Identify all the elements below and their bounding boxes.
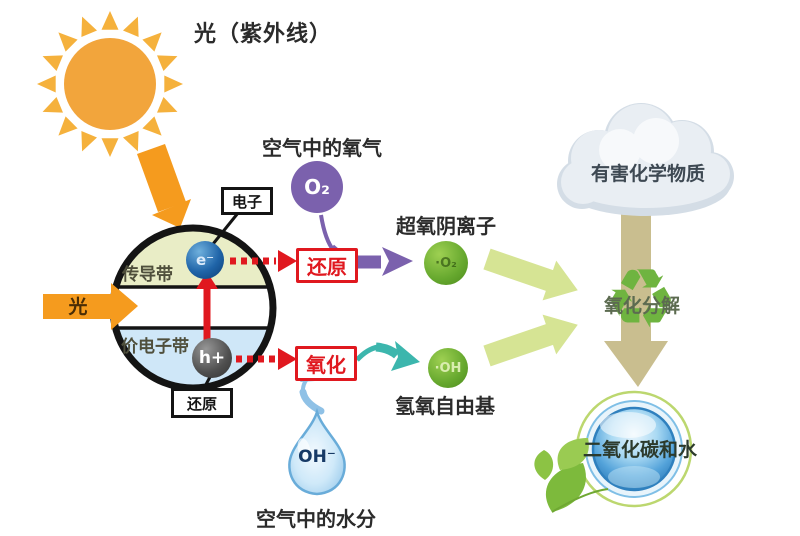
oxygen-label: 空气中的氧气 <box>262 136 382 160</box>
oxidation-box: 氧化 <box>295 346 357 381</box>
hydroxyl-label: 氢氧自由基 <box>395 394 495 418</box>
leaves-icon <box>534 438 609 513</box>
sun-icon <box>37 11 183 157</box>
water-symbol-label: OH⁻ <box>298 447 336 467</box>
reduction-box: 还原 <box>296 248 358 283</box>
electron-callout-box: 电子 <box>221 187 273 215</box>
pollutant-label: 有害化学物质 <box>591 163 706 185</box>
hydroxyl-to-decomposition-arrow <box>483 314 578 367</box>
moisture-label: 空气中的水分 <box>256 507 376 531</box>
sun-disc <box>64 38 156 130</box>
uv-beam-arrow <box>137 144 191 228</box>
conduction-band-label: 传导带 <box>122 265 173 285</box>
electron-sphere: e⁻ <box>186 241 224 279</box>
superoxide-sphere: ·O₂ <box>424 241 468 285</box>
hydroxyl-sphere: ·OH <box>428 348 468 388</box>
excitation-arrow <box>196 272 218 344</box>
products-label: 二氧化碳和水 <box>583 439 698 461</box>
hole-to-oxidation-arrow <box>236 348 297 370</box>
oxidation-to-hydroxyl-arrow <box>355 341 420 371</box>
oxygen-sphere: O₂ <box>291 161 343 213</box>
diagram-title: 光（紫外线） <box>194 22 333 47</box>
pollutant-cloud <box>557 103 734 216</box>
incident-light-label: 光 <box>68 296 88 318</box>
valence-band-label: 价电子带 <box>121 337 189 357</box>
electron-to-reduction-arrow <box>230 250 297 272</box>
recycle-icon: ♻ <box>604 252 678 347</box>
superoxide-label: 超氧阴离子 <box>396 214 496 238</box>
pollutant-flow-arrow <box>604 205 668 387</box>
hole-sphere: h+ <box>192 338 232 378</box>
hole-callout-box: 还原 <box>171 388 233 418</box>
hole-callout-line <box>201 376 212 391</box>
decomposition-label: 氧化分解 <box>604 295 681 317</box>
superoxide-to-decomposition-arrow <box>483 248 578 301</box>
products-globe-icon <box>534 390 693 513</box>
water-droplet-icon <box>288 407 346 496</box>
light-arrow <box>43 283 138 330</box>
